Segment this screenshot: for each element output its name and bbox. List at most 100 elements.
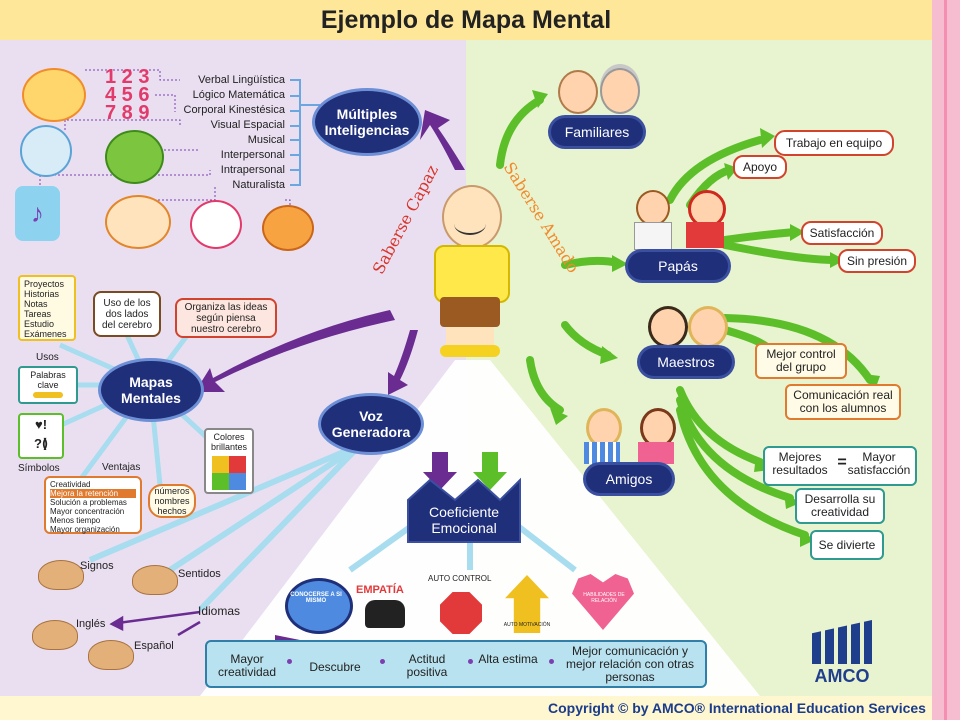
- brain-ingles-icon: [32, 620, 78, 650]
- result-bullet: [549, 659, 554, 664]
- ventajas-item: Creatividad: [50, 480, 91, 489]
- mejores-box: Mejores resultados = Mayor satisfacción: [763, 446, 917, 486]
- brain-sentidos-icon: [132, 565, 178, 595]
- usos-list-box: Proyectos Historias Notas Tareas Estudio…: [18, 275, 76, 341]
- side-strip-line: [944, 0, 947, 720]
- result-bullet: [380, 659, 385, 664]
- ventajas-label: Ventajas: [102, 462, 141, 473]
- teachers-picture: [646, 304, 728, 348]
- friend-girl-face-icon: [640, 408, 676, 448]
- coef-label: Coeficiente Emocional: [428, 504, 500, 536]
- child-shorts: [440, 297, 500, 327]
- idiomas-label: Idiomas: [198, 604, 241, 618]
- child-legs: [446, 327, 494, 347]
- apoyo-box: Apoyo: [733, 155, 787, 179]
- sin-presion-box: Sin presión: [838, 249, 916, 273]
- parents-picture: [630, 188, 730, 250]
- coef-shape: [407, 477, 521, 543]
- grandpa-face-icon: [558, 70, 598, 114]
- copyright-text: Copyright © by AMCO® International Educa…: [548, 700, 926, 716]
- empatia-label: EMPATÍA: [356, 584, 404, 596]
- brain-espanol-icon: [88, 640, 134, 670]
- trabajo-equipo-box: Trabajo en equipo: [774, 130, 894, 156]
- footer-bar: [0, 696, 932, 720]
- autocontrol-icon: [440, 592, 482, 634]
- verbal-picture: [22, 68, 86, 122]
- result-item: Mayor creatividad: [217, 652, 277, 679]
- intel-item: Musical: [247, 134, 285, 146]
- colores-box: Colores brillantes: [204, 428, 254, 494]
- ventajas-item: Solución a problemas: [50, 498, 127, 507]
- amigos-node: Amigos: [586, 465, 672, 493]
- result-item: Descubre: [309, 660, 361, 674]
- familiares-node: Familiares: [551, 118, 643, 146]
- key-icon: [33, 392, 63, 398]
- brain-signos-icon: [38, 560, 84, 590]
- naturalista-picture: [262, 205, 314, 251]
- equals-sign: =: [837, 454, 847, 471]
- intel-item: Visual Espacial: [210, 119, 285, 131]
- dad-shirt: [634, 222, 672, 250]
- usos-item: Exámenes: [24, 329, 67, 339]
- ventajas-item: Menos tiempo: [50, 516, 101, 525]
- ventajas-item: Mayor organización: [50, 525, 120, 534]
- usos-item: Tareas: [24, 309, 52, 319]
- visual-picture: [105, 130, 164, 184]
- mapas-node: Mapas Mentales: [98, 358, 204, 422]
- amco-logo-bars: [812, 620, 872, 664]
- mom-dress: [686, 222, 724, 248]
- amco-logo-text: AMCO: [814, 666, 870, 686]
- amco-logo: AMCO: [806, 620, 878, 692]
- intrapersonal-picture: [190, 200, 242, 249]
- child-face-icon: [454, 213, 486, 235]
- palabras-box: Palabras clave: [18, 366, 78, 404]
- voz-node: Voz Generadora: [318, 393, 424, 455]
- simbolos-label: Símbolos: [18, 463, 60, 474]
- automotivacion-label: AUTO MOTIVACIÓN: [503, 622, 551, 628]
- papas-node: Papás: [628, 252, 728, 280]
- friend-boy-shirt: [584, 442, 620, 464]
- satisfaccion-box: Satisfacción: [801, 221, 883, 245]
- page-title: Ejemplo de Mapa Mental: [320, 6, 612, 34]
- numeros-box: números nombres hechos: [148, 484, 196, 518]
- result-bullet: [287, 659, 292, 664]
- friend-girl-dress: [638, 442, 674, 464]
- uso-dos-box: Uso de los dos lados del cerebro: [93, 291, 161, 337]
- intel-item: Verbal Lingüística: [198, 74, 285, 86]
- relacion-label: HABILIDADES DE RELACIÓN: [583, 592, 625, 604]
- result-bullet: [468, 659, 473, 664]
- usos-item: Historias: [24, 289, 60, 299]
- coef-results-bar: [205, 640, 707, 688]
- simbolos-box: ♥!?≬: [18, 413, 64, 459]
- teacher1-face-icon: [648, 306, 688, 348]
- mayor-label: Mayor satisfacción: [847, 450, 911, 477]
- organiza-box: Organiza las ideas según piensa nuestro …: [175, 298, 277, 338]
- intel-item: Intrapersonal: [220, 164, 285, 176]
- signos-label: Signos: [80, 560, 114, 572]
- colors-puzzle-icon: [212, 456, 246, 490]
- colores-label: Colores brillantes: [210, 432, 248, 452]
- ventajas-item: Mayor concentración: [50, 507, 125, 516]
- usos-item: Notas: [24, 299, 48, 309]
- desarrolla-box: Desarrolla su creatividad: [795, 488, 885, 524]
- grandma-face-icon: [600, 68, 640, 114]
- result-item: Alta estima: [478, 652, 538, 666]
- ventajas-box: Creatividad Mejora la retención Solución…: [44, 476, 142, 534]
- title-bar: [0, 0, 932, 40]
- music-picture: ♪: [15, 186, 60, 241]
- result-item: Actitud positiva: [406, 652, 448, 679]
- center-child: [420, 185, 520, 360]
- palabras-label: Palabras clave: [30, 370, 66, 390]
- intel-item: Interpersonal: [220, 149, 285, 161]
- multiples-node: Múltiples Inteligencias: [312, 88, 422, 156]
- corporal-picture: [20, 125, 72, 177]
- friends-picture: [578, 408, 680, 464]
- comunicacion-real-box: Comunicación real con los alumnos: [785, 384, 901, 420]
- ventajas-item: Mejora la retención: [50, 489, 136, 498]
- autocontrol-label: AUTO CONTROL: [428, 574, 492, 583]
- grandparents-picture: [556, 66, 640, 114]
- espanol-label: Español: [134, 640, 174, 652]
- usos-label: Usos: [36, 352, 59, 363]
- intel-item: Corporal Kinestésica: [183, 104, 286, 116]
- idiomas-lines: [109, 610, 201, 637]
